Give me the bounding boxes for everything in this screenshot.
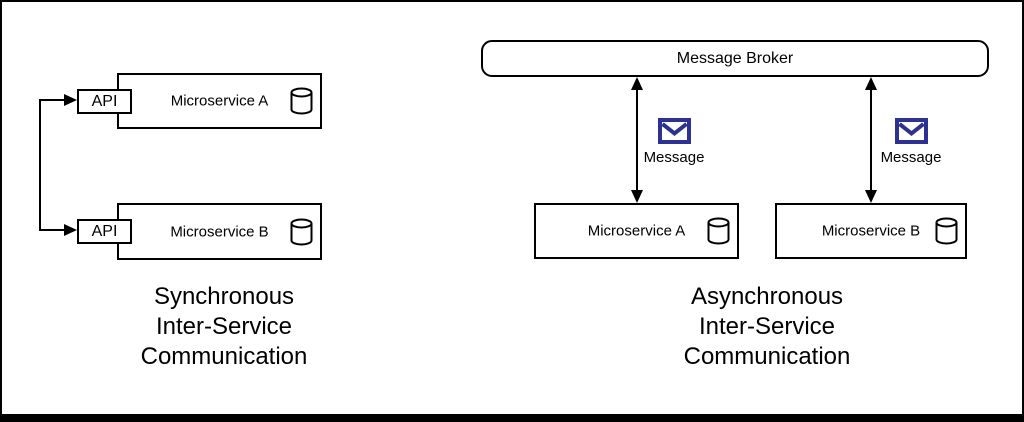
message-broker-box: Message Broker [481,40,989,77]
api-label: API [91,92,118,110]
database-icon [707,217,730,245]
service-box-async-b: Microservice B [775,203,967,259]
database-icon [935,217,958,245]
message-broker-label: Message Broker [676,49,794,67]
database-icon [290,218,313,245]
sync-call-connector [39,99,65,231]
api-box-a: API [77,89,132,114]
sync-arrowhead-top [64,94,77,106]
envelope-icon [894,118,928,144]
service-label: Microservice A [587,222,686,240]
service-label: Microservice A [170,92,269,110]
service-label: Microservice B [821,222,921,240]
envelope-icon [657,118,691,144]
service-box-sync-a: Microservice A [117,73,322,129]
message-indicator-b: Message [871,118,951,166]
service-box-sync-b: Microservice B [117,203,322,260]
message-label: Message [643,149,705,166]
message-indicator-a: Message [634,118,714,166]
database-icon [290,87,313,115]
api-box-b: API [77,219,132,244]
api-label: API [91,222,118,240]
async-caption: Asynchronous Inter-Service Communication [683,283,851,370]
message-label: Message [880,149,942,166]
sync-arrowhead-bottom [64,224,77,236]
sync-caption: Synchronous Inter-Service Communication [140,283,308,370]
service-label: Microservice B [170,223,269,240]
service-box-async-a: Microservice A [534,203,739,259]
